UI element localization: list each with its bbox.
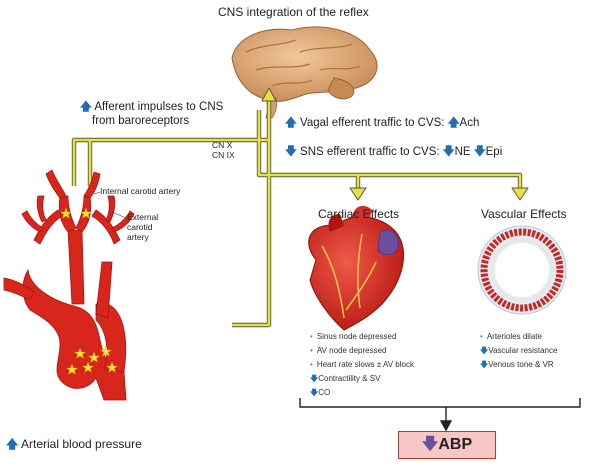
heart-illustration	[308, 205, 404, 331]
cardiac-effects-list: •Sinus node depressed •AV node depressed…	[310, 330, 414, 400]
down-arrow-icon: 🡇	[480, 360, 489, 369]
vascular-effects-title: Vascular Effects	[481, 207, 567, 221]
arterial-bp-text: Arterial blood pressure	[21, 437, 142, 451]
ne-text: NE	[454, 146, 471, 158]
up-arrow-icon: 🡅	[285, 117, 297, 129]
vagal-text: Vagal efferent traffic to CVS:	[300, 117, 445, 129]
list-item: •Heart rate slows ± AV block	[310, 360, 414, 369]
external-carotid-label: External carotid artery	[127, 212, 158, 242]
external-carotid-line1: External	[127, 212, 159, 222]
down-arrow-icon: 🡇	[473, 146, 486, 158]
down-arrow-icon: 🡇	[285, 146, 297, 158]
down-arrow-icon: 🡇	[480, 346, 489, 355]
arterial-blood-pressure-label: 🡅 Arterial blood pressure	[6, 435, 142, 456]
list-item: •Arterioles dilate	[480, 332, 542, 341]
bullet-dot-icon: •	[310, 360, 313, 369]
afferent-line2: from baroreceptors	[92, 115, 190, 127]
bullet-dot-icon: •	[310, 332, 313, 341]
brain-illustration	[231, 26, 378, 119]
up-arrow-icon: 🡅	[447, 117, 460, 129]
bullet-dot-icon: •	[310, 346, 313, 355]
sns-text: SNS efferent traffic to CVS:	[300, 146, 440, 158]
cn-x-label: CN X	[212, 140, 233, 150]
afferent-line1: Afferent impulses to CNS	[94, 101, 224, 113]
up-arrow-icon: 🡅	[6, 437, 19, 451]
down-arrow-icon: 🡇	[310, 388, 319, 397]
list-item: •Sinus node depressed	[310, 332, 397, 341]
down-arrow-icon: 🡇	[421, 436, 439, 453]
summation-bracket	[299, 398, 581, 432]
vessel-cross-section	[477, 225, 567, 315]
afferent-label: 🡅 Afferent impulses to CNS from barorece…	[80, 100, 223, 128]
list-item: 🡇Venous tone & VR	[480, 360, 554, 369]
up-arrow-icon: 🡅	[80, 101, 92, 113]
cardiac-effects-title: Cardiac Effects	[318, 207, 400, 221]
diagram-title: CNS integration of the reflex	[218, 5, 369, 19]
vagal-efferent-label: 🡅 Vagal efferent traffic to CVS: 🡅Ach	[285, 115, 479, 134]
neural-pathways	[71, 87, 529, 328]
arrow-to-cardiac	[349, 187, 367, 201]
external-carotid-line3: artery	[127, 232, 149, 242]
abp-text: ABP	[438, 436, 473, 453]
down-arrow-icon: 🡇	[442, 146, 455, 158]
list-item: 🡇CO	[310, 388, 331, 397]
list-item: 🡇Contractility & SV	[310, 374, 381, 383]
bullet-dot-icon: •	[480, 332, 483, 341]
external-carotid-line2: carotid	[127, 222, 153, 232]
sns-efferent-label: 🡇 SNS efferent traffic to CVS: 🡇NE 🡇Epi	[285, 144, 502, 163]
down-arrow-icon: 🡇	[310, 374, 319, 383]
ach-text: Ach	[459, 117, 480, 129]
artery-illustration	[3, 169, 135, 401]
list-item: 🡇Vascular resistance	[480, 346, 558, 355]
internal-carotid-label: Internal carotid artery	[100, 186, 181, 196]
arrow-to-vascular	[511, 187, 529, 201]
epi-text: Epi	[485, 146, 503, 158]
vascular-effects-list: •Arterioles dilate 🡇Vascular resistance …	[480, 330, 557, 372]
list-item: •AV node depressed	[310, 346, 387, 355]
cranial-nerve-labels: CN X CN IX	[212, 140, 235, 160]
abp-result-box: 🡇ABP	[398, 431, 496, 459]
cn-ix-label: CN IX	[212, 150, 235, 160]
